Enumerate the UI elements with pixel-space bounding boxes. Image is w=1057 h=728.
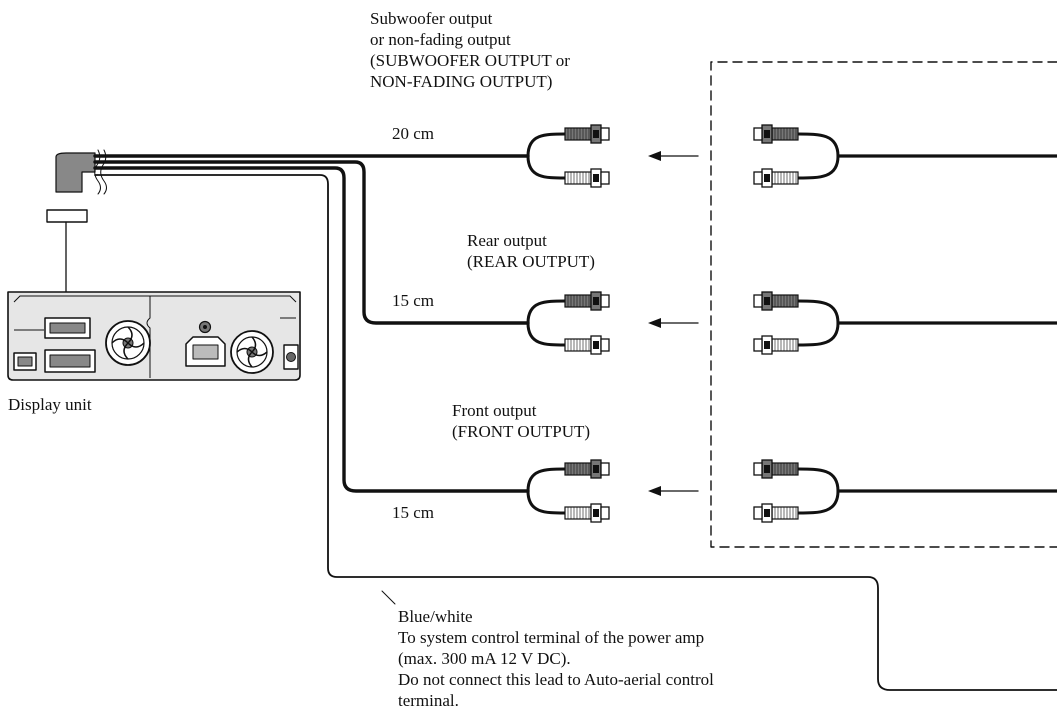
- note-line-4: Do not connect this lead to Auto-aerial …: [398, 670, 714, 689]
- harness-plug: [46, 209, 88, 223]
- subwoofer-output-label-line3: (SUBWOOFER OUTPUT or: [370, 51, 570, 70]
- subwoofer-output-label: Subwoofer output: [370, 9, 493, 28]
- harness-connector: [55, 152, 96, 193]
- front-cable: [93, 166, 530, 493]
- rca-plug-pair: [526, 291, 610, 355]
- blue-white-leader-line: [381, 590, 396, 605]
- rca-plug-pair-amp: [753, 291, 840, 355]
- rca-plug-pair-amp: [753, 124, 840, 188]
- rear-cable: [93, 160, 530, 325]
- rear-cable-length: 15 cm: [392, 291, 435, 310]
- rca-plug-pair: [526, 459, 610, 523]
- blue-white-lead: [94, 174, 1057, 691]
- rca-plug-pair-amp: [753, 459, 840, 523]
- note-line-3: (max. 300 mA 12 V DC).: [398, 649, 571, 668]
- subwoofer-output-label-line2: or non-fading output: [370, 30, 511, 49]
- display-unit-label: Display unit: [8, 395, 92, 414]
- power-amp-outline: [710, 61, 1057, 548]
- blue-white-label: Blue/white: [398, 607, 473, 626]
- subwoofer-output-label-line4: NON-FADING OUTPUT): [370, 72, 553, 91]
- subwoofer-cable-length: 20 cm: [392, 124, 435, 143]
- rca-plug-pair: [526, 124, 610, 188]
- note-line-2: To system control terminal of the power …: [398, 628, 705, 647]
- display-unit: [7, 291, 301, 381]
- rear-output-label: Rear output: [467, 231, 547, 250]
- front-cable-length: 15 cm: [392, 503, 435, 522]
- front-output-label-line2: (FRONT OUTPUT): [452, 422, 591, 441]
- note-line-5: terminal.: [398, 691, 459, 710]
- front-output-label: Front output: [452, 401, 537, 420]
- rear-output-label-line2: (REAR OUTPUT): [467, 252, 595, 271]
